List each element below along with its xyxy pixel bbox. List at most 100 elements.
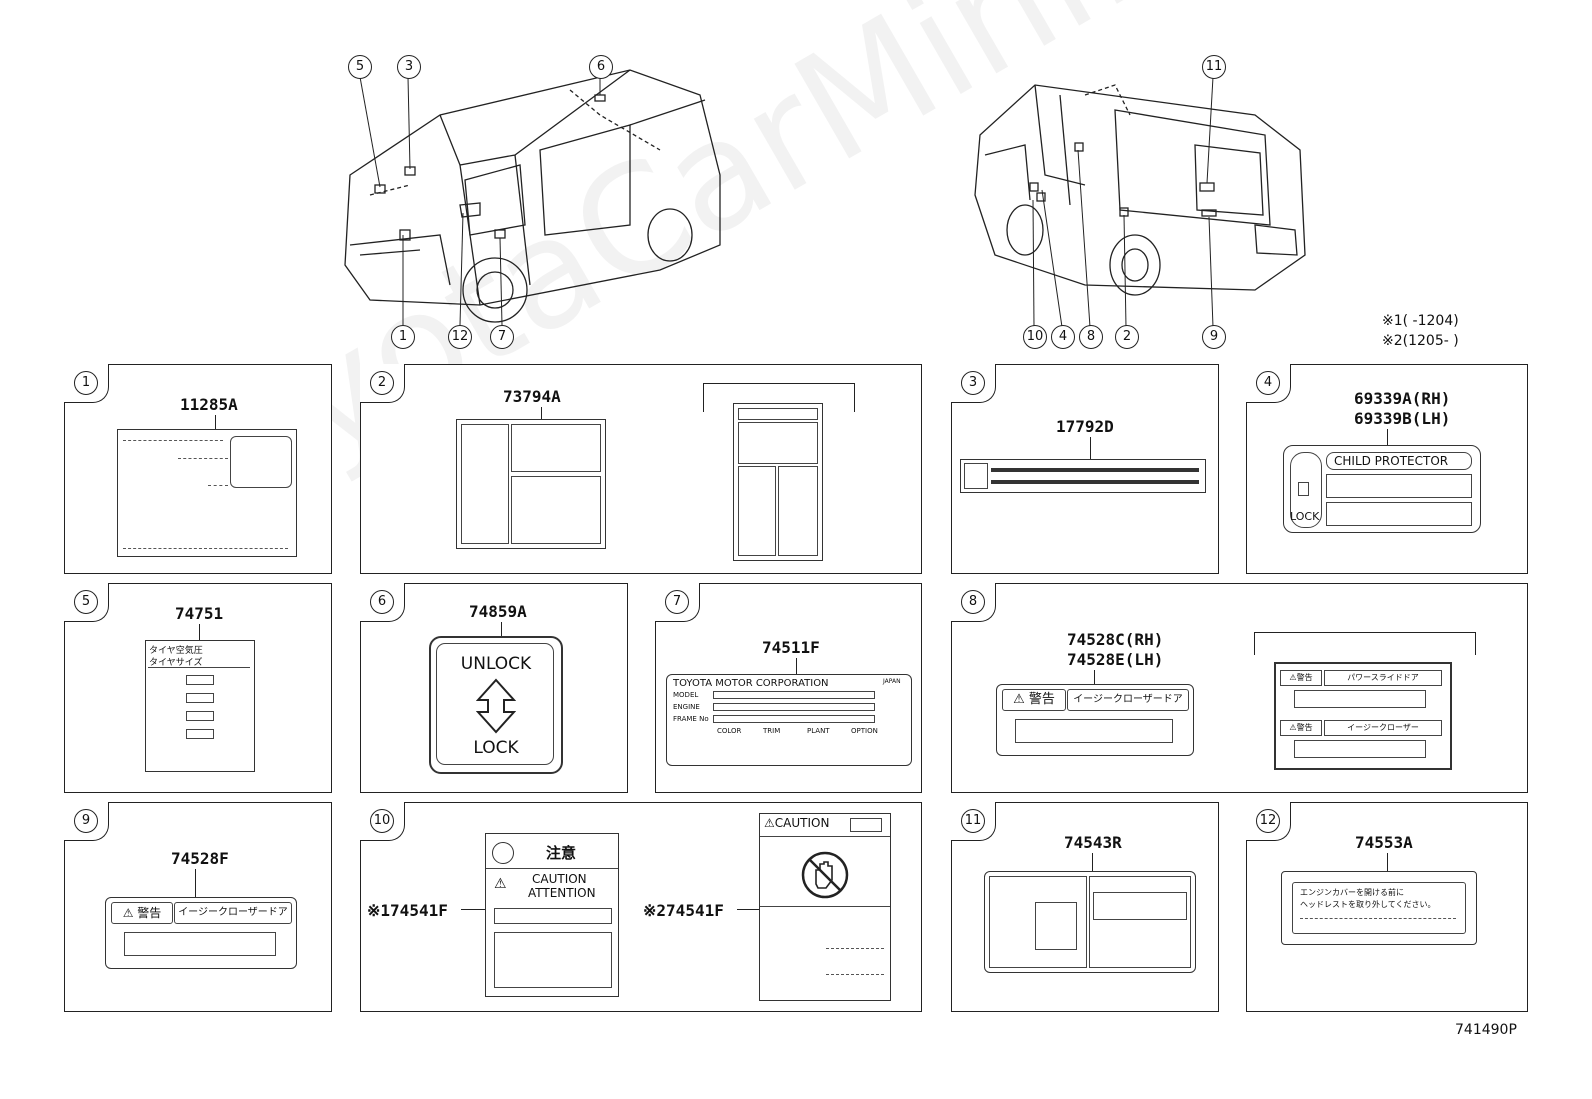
panel-number: 5 (74, 590, 98, 614)
note-2: ※2(1205- ) (1382, 333, 1459, 349)
warning-text: 警告 (137, 906, 162, 920)
trim-text: TRIM (763, 727, 781, 735)
panel-1: 1 11285A (64, 364, 332, 574)
part-number-1: ※174541F (367, 901, 448, 920)
callout-11: 11 (1202, 55, 1226, 79)
panel-number: 12 (1256, 809, 1280, 833)
panel-3: 3 17792D (951, 364, 1219, 574)
japan-text: JAPAN (883, 678, 901, 685)
attention-text: ATTENTION (528, 886, 596, 900)
lock-text: LOCK (473, 738, 519, 758)
panel-7: 7 74511F TOYOTA MOTOR CORPORATION JAPAN … (655, 583, 922, 793)
panel-4: 4 69339A(RH) 69339B(LH) LOCK CHILD PROTE… (1246, 364, 1528, 574)
panel-12: 12 74553A エンジンカバーを開ける前に ヘッドレストを取り外してください… (1246, 802, 1528, 1012)
unlock-text: UNLOCK (460, 654, 532, 674)
callout-7: 7 (490, 325, 514, 349)
tire-pressure-header: タイヤ空気圧 (149, 646, 203, 656)
panel-9: 9 74528F ⚠ 警告 イージークローザードア (64, 802, 332, 1012)
child-protector-title: CHILD PROTECTOR (1334, 454, 1449, 468)
panel-number: 3 (961, 371, 985, 395)
frame-text: FRAME No (673, 715, 709, 723)
callout-8: 8 (1079, 325, 1103, 349)
caution-text: CAUTION (532, 872, 587, 886)
engine-cover-line-2: ヘッドレストを取り外してください。 (1300, 900, 1436, 909)
part-number: 74511F (762, 638, 820, 657)
engine-text: ENGINE (673, 703, 700, 711)
label-caution-hand: ⚠CAUTION (759, 813, 891, 1001)
easy-closer-text: イージークローザードア (1067, 689, 1189, 711)
panel-number: 7 (665, 590, 689, 614)
part-number-lh: 74528E(LH) (1067, 650, 1164, 669)
label-power-slide: ⚠警告 パワースライドドア ⚠警告 イージークローザー (1274, 662, 1452, 770)
panel-6: 6 74859A UNLOCK LOCK (360, 583, 628, 793)
part-number: 74553A (1355, 833, 1413, 852)
part-number: 74751 (175, 604, 224, 623)
label-74751: タイヤ空気圧 タイヤサイズ (145, 640, 255, 772)
model-text: MODEL (673, 691, 699, 699)
label-vehicle-id: TOYOTA MOTOR CORPORATION JAPAN MODEL ENG… (666, 674, 912, 766)
color-text: COLOR (717, 727, 742, 735)
label-17792D (960, 459, 1206, 493)
part-number-2: ※274541F (643, 901, 724, 920)
part-number-lh: 69339B(LH) (1354, 409, 1451, 428)
caution-2: ⚠CAUTION (764, 816, 830, 830)
plant-text: PLANT (807, 727, 830, 735)
engine-cover-line-1: エンジンカバーを開ける前に (1300, 888, 1404, 897)
label-11285A (117, 429, 297, 557)
panel-number: 9 (74, 809, 98, 833)
callout-9: 9 (1202, 325, 1226, 349)
callout-2: 2 (1115, 325, 1139, 349)
part-number-rh: 69339A(RH) (1354, 389, 1451, 408)
part-number: 74543R (1064, 833, 1122, 852)
label-engine-cover: エンジンカバーを開ける前に ヘッドレストを取り外してください。 (1281, 871, 1477, 945)
note-1: ※1( -1204) (1382, 313, 1459, 329)
power-slide-text: パワースライドドア (1324, 670, 1442, 686)
part-number-rh: 74528C(RH) (1067, 630, 1164, 649)
label-caution-attention: 注意 ⚠ CAUTION ATTENTION (485, 833, 619, 997)
part-number: 74859A (469, 602, 527, 621)
tire-size-header: タイヤサイズ (149, 658, 203, 668)
lock-text: LOCK (1290, 510, 1320, 523)
panel-number: 11 (961, 809, 985, 833)
no-hand-icon (492, 842, 514, 864)
part-number: 17792D (1056, 417, 1114, 436)
warning-text: 警告 (1028, 692, 1055, 707)
panel-11: 11 74543R (951, 802, 1219, 1012)
label-unlock-lock: UNLOCK LOCK (429, 636, 563, 774)
easy-closer-text-2: イージークローザー (1324, 720, 1442, 736)
panel-5: 5 74751 タイヤ空気圧 タイヤサイズ (64, 583, 332, 793)
panel-number: 1 (74, 371, 98, 395)
part-number: 74528F (171, 849, 229, 868)
no-hand-icon (801, 851, 849, 899)
panel-2: 2 73794A (360, 364, 922, 574)
panel-8: 8 74528C(RH) 74528E(LH) ⚠ 警告 イージークローザードア… (951, 583, 1528, 793)
callout-12: 12 (448, 325, 472, 349)
van-front-illustration (344, 69, 721, 326)
panel-number: 2 (370, 371, 394, 395)
part-number: 73794A (503, 387, 561, 406)
callout-4: 4 (1051, 325, 1075, 349)
callout-3: 3 (397, 55, 421, 79)
label-easy-closer: ⚠ 警告 イージークローザードア (105, 897, 297, 969)
van-rear-illustration (974, 76, 1306, 328)
part-number: 11285A (180, 395, 238, 414)
label-child-protector: LOCK CHILD PROTECTOR (1283, 445, 1481, 533)
maker-text: TOYOTA MOTOR CORPORATION (673, 678, 829, 689)
panel-10: 10 ※174541F 注意 ⚠ CAUTION ATTENTION ※2745… (360, 802, 922, 1012)
panel-number: 10 (370, 809, 394, 833)
warning-icon: ⚠ (494, 876, 507, 892)
panel-number: 8 (961, 590, 985, 614)
callout-5: 5 (348, 55, 372, 79)
label-74543R (984, 871, 1196, 973)
double-arrow-icon (476, 678, 516, 734)
panel-number: 4 (1256, 371, 1280, 395)
callout-10: 10 (1023, 325, 1047, 349)
label-73794A (456, 419, 606, 549)
label-73794A-alt (733, 403, 823, 561)
chui-text: 注意 (546, 844, 577, 862)
label-easy-closer: ⚠ 警告 イージークローザードア (996, 684, 1194, 756)
diagram-code: 741490P (1455, 1022, 1517, 1038)
panel-number: 6 (370, 590, 394, 614)
option-text: OPTION (851, 727, 878, 735)
easy-closer-text: イージークローザードア (174, 902, 292, 924)
